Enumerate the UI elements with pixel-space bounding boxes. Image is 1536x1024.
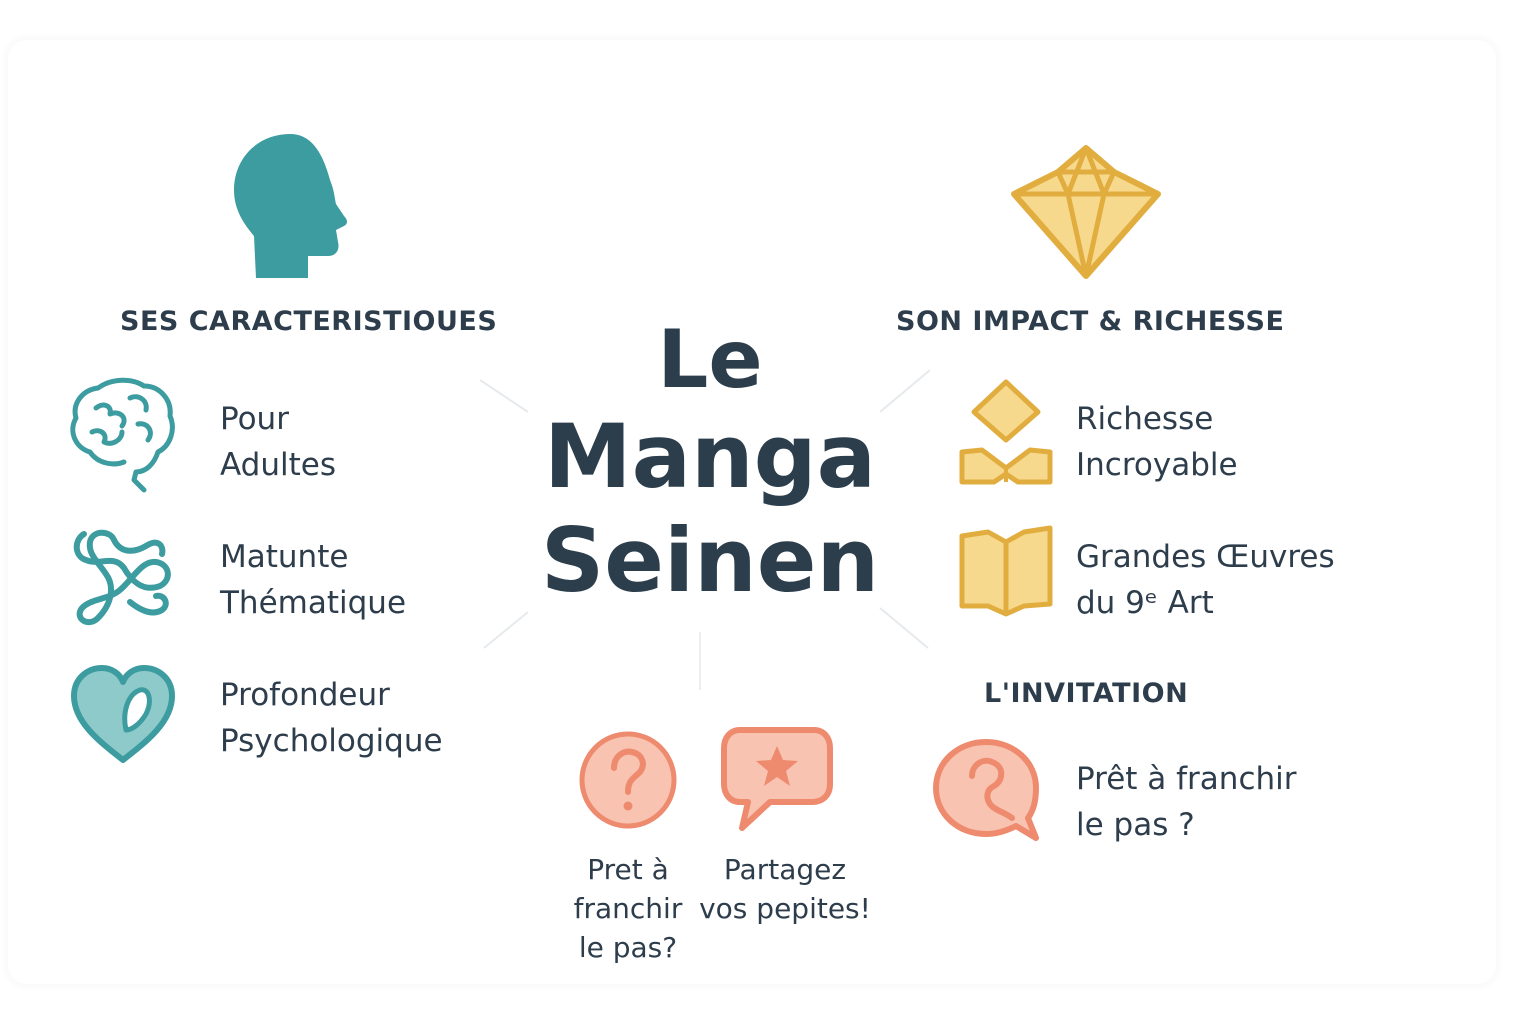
center-title-manga: Manga: [544, 405, 876, 508]
left-item-label: Profondeur Psychologique: [220, 677, 443, 759]
diamond-book-icon: [959, 379, 1053, 485]
open-book-icon: [959, 525, 1053, 617]
center-title-seinen: Seinen: [540, 509, 880, 612]
center-title-le: Le: [657, 313, 763, 406]
question-circle-icon: [579, 731, 677, 829]
star-bubble-icon: [721, 727, 833, 831]
heart-icon: [71, 665, 175, 763]
head-profile-icon: [234, 134, 347, 278]
invitation-label: Prêt à franchir le pas ?: [1076, 761, 1297, 843]
right-item-label: Grandes Œuvres du 9ᵉ Art: [1076, 539, 1335, 621]
left-item-label: Pour Adultes: [220, 401, 336, 483]
bottom-item-label: Pret à franchir le pas?: [573, 853, 683, 964]
left-item-label: Matunte Thématique: [220, 539, 407, 621]
bottom-item-label: Partagez vos pepites!: [699, 853, 871, 925]
question-bubble-icon: [933, 739, 1039, 841]
right-section-title: SON IMPACT & RICHESSE: [896, 306, 1285, 337]
left-section-title: SES CARACTERISTIOUES: [120, 306, 498, 337]
gem-icon: [1011, 145, 1161, 279]
knot-icon: [73, 529, 171, 626]
right-item-label: Richesse Incroyable: [1076, 401, 1238, 483]
brain-icon: [70, 377, 175, 493]
invitation-title: L'INVITATION: [984, 678, 1189, 709]
